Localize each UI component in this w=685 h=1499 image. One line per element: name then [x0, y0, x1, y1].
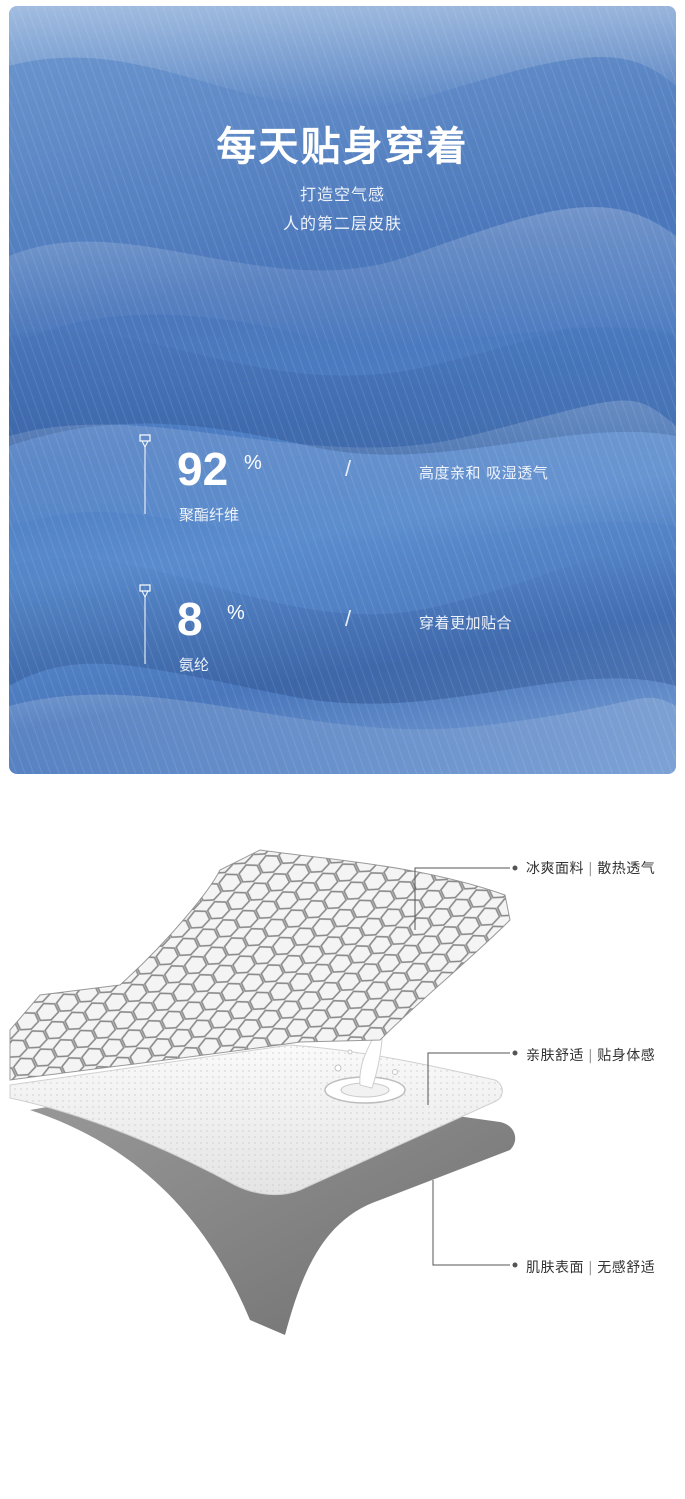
- layer-callout-comfort: 亲肤舒适|贴身体感: [526, 1045, 655, 1065]
- stat-label: 聚酯纤维: [179, 506, 240, 524]
- measure-marker-icon: [139, 584, 151, 664]
- stat-value: 92: [177, 443, 229, 495]
- layer-benefit: 贴身体感: [597, 1048, 656, 1064]
- fabric-hero-section: 每天贴身穿着 打造空气感 人的第二层皮肤 92 % 聚酯纤维 / 高度亲和 吸湿…: [9, 6, 676, 774]
- stat-label: 氨纶: [179, 656, 210, 674]
- layer-name: 肌肤表面: [526, 1260, 584, 1276]
- stat-value: 8: [177, 593, 203, 645]
- hero-subtitle-line-1: 打造空气感: [299, 185, 385, 204]
- callout-separator: |: [588, 861, 594, 877]
- hero-subtitle-line-2: 人的第二层皮肤: [282, 214, 402, 233]
- layer-benefit: 无感舒适: [597, 1260, 656, 1276]
- layer-callout-skin: 肌肤表面|无感舒适: [526, 1257, 655, 1277]
- layer-benefit: 散热透气: [597, 861, 656, 877]
- stat-divider: /: [345, 456, 352, 481]
- stat-spandex: 8 % 氨纶 / 穿着更加贴合: [137, 584, 657, 674]
- stat-description: 穿着更加贴合: [419, 614, 513, 632]
- layer-name: 亲肤舒适: [526, 1048, 584, 1064]
- fabric-texture-illustration: [9, 6, 676, 774]
- callout-separator: |: [588, 1048, 594, 1064]
- stat-polyester: 92 % 聚酯纤维 / 高度亲和 吸湿透气: [137, 434, 657, 524]
- stat-description: 高度亲和 吸湿透气: [419, 464, 549, 482]
- fabric-layer-diagram: 冰爽面料|散热透气 亲肤舒适|贴身体感 肌肤表面|无感舒适: [0, 780, 685, 1499]
- stat-unit: %: [244, 452, 262, 474]
- measure-marker-icon: [139, 434, 151, 514]
- hero-title: 每天贴身穿着: [216, 124, 469, 170]
- stat-divider: /: [345, 606, 352, 631]
- layer-name: 冰爽面料: [526, 861, 584, 877]
- callout-separator: |: [588, 1260, 594, 1276]
- layer-callout-cooling: 冰爽面料|散热透气: [526, 858, 655, 878]
- stat-unit: %: [227, 602, 245, 624]
- fabric-layers-illustration: [9, 849, 518, 1335]
